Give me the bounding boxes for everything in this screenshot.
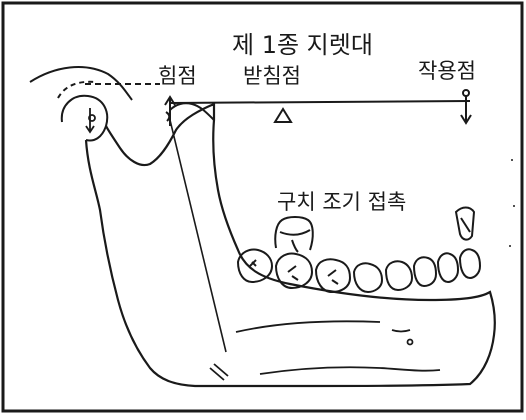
effort-point-label: 힘점 xyxy=(158,64,197,88)
diagram-title: 제 1종 지렛대 xyxy=(232,31,373,59)
mandible-internal-lines xyxy=(210,321,440,380)
mandible-outline xyxy=(86,104,495,386)
condyle xyxy=(62,96,107,141)
load-arrow xyxy=(461,90,471,123)
lower-teeth-row xyxy=(238,249,480,292)
fulcrum-label: 받침점 xyxy=(243,64,301,88)
load-point-label: 작용점 xyxy=(418,59,476,83)
muscle-line xyxy=(170,120,226,352)
speck-marks xyxy=(509,159,515,247)
premature-contact-tooth xyxy=(275,217,313,252)
contact-mark xyxy=(456,208,474,240)
premature-contact-label: 구치 조기 접촉 xyxy=(277,190,406,214)
condyle-marker xyxy=(86,108,95,132)
fulcrum-triangle xyxy=(275,109,291,122)
